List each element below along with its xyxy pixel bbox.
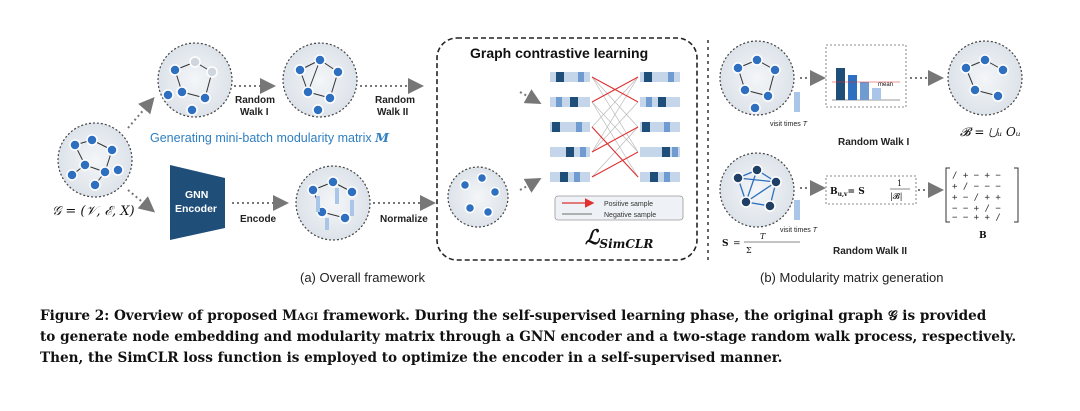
svg-text:|𝓑|: |𝓑| — [890, 192, 902, 201]
B-union-formula: 𝓑 = ⋃ᵤ Oᵤ — [960, 125, 1021, 139]
embedding-graph — [295, 165, 371, 241]
rw1-graph — [719, 40, 795, 116]
graph-notation: 𝒢 = (𝒱, ℰ, X) — [52, 204, 135, 219]
random-walk-2-label-line1: Random — [375, 95, 415, 106]
random-walk-1-label-line2: Walk I — [240, 107, 269, 118]
modularity-matrix-B-right: / + − + − + / − − − + − / + + − − + / − … — [945, 167, 1019, 241]
svg-text:Encoder: Encoder — [175, 203, 217, 215]
contrastive-learning-panel: Graph contrastive learning — [436, 37, 698, 261]
svg-text:− − + + /: − − + + / — [952, 213, 1001, 223]
embedding-column-right — [640, 72, 680, 182]
normalize-label: Normalize — [380, 214, 428, 225]
figure-caption: Figure 2: Overview of proposed Magi fram… — [40, 308, 1017, 366]
visit-times-label-1: visit times T — [770, 121, 808, 128]
svg-text:S: S — [722, 239, 729, 249]
encode-label: Encode — [240, 214, 277, 225]
embedding-column-left — [550, 72, 590, 182]
S-uv-formula: S = T Σ — [722, 232, 800, 255]
panel-a-label: (a) Overall framework — [300, 270, 425, 285]
loss-label: ℒSimCLR — [585, 225, 653, 251]
svg-text:mean: mean — [878, 82, 893, 88]
visit-times-label-2: visit times T — [780, 227, 818, 234]
gnn-encoder-block: GNN Encoder — [170, 165, 225, 240]
svg-text:+ / − − −: + / − − − — [952, 182, 1001, 192]
rw2-graph — [719, 152, 795, 228]
panel-b-label: (b) Modularity matrix generation — [760, 270, 944, 285]
svg-text:GNN: GNN — [185, 189, 208, 201]
contrastive-title: Graph contrastive learning — [470, 45, 648, 61]
svg-text:/ + − + −: / + − + − — [952, 171, 1001, 181]
legend-positive: Positive sample — [604, 201, 653, 208]
random-walk-graph-2 — [282, 42, 358, 118]
svg-text:Bu,v= S: Bu,v= S — [830, 187, 865, 198]
svg-text:=: = — [733, 239, 741, 249]
original-graph-icon — [57, 122, 133, 198]
framework-figure: 𝒢 = (𝒱, ℰ, X) Random Walk I Random — [52, 37, 1023, 285]
rw1-result-graph — [947, 40, 1023, 116]
svg-text:+ − / + +: + − / + + — [952, 193, 1001, 203]
legend-negative: Negative sample — [604, 212, 656, 219]
generating-modularity-label: Generating mini-batch modularity matrix … — [150, 130, 390, 145]
rw2-panel-label: Random Walk II — [833, 246, 907, 257]
random-walk-1-label-line1: Random — [235, 95, 275, 106]
random-walk-2-label-line2: Walk II — [377, 107, 409, 118]
svg-text:B: B — [979, 231, 987, 241]
svg-text:− − + / −: − − + / − — [952, 204, 1001, 214]
visit-times-bar-chart: mean — [825, 44, 907, 108]
B-uv-formula: Bu,v= S 1 |𝓑| — [825, 175, 917, 205]
svg-text:Σ: Σ — [746, 246, 752, 255]
svg-text:T: T — [760, 232, 766, 241]
random-walk-graph-1 — [157, 42, 233, 118]
svg-text:1: 1 — [897, 179, 902, 188]
rw1-panel-label: Random Walk I — [838, 137, 910, 148]
